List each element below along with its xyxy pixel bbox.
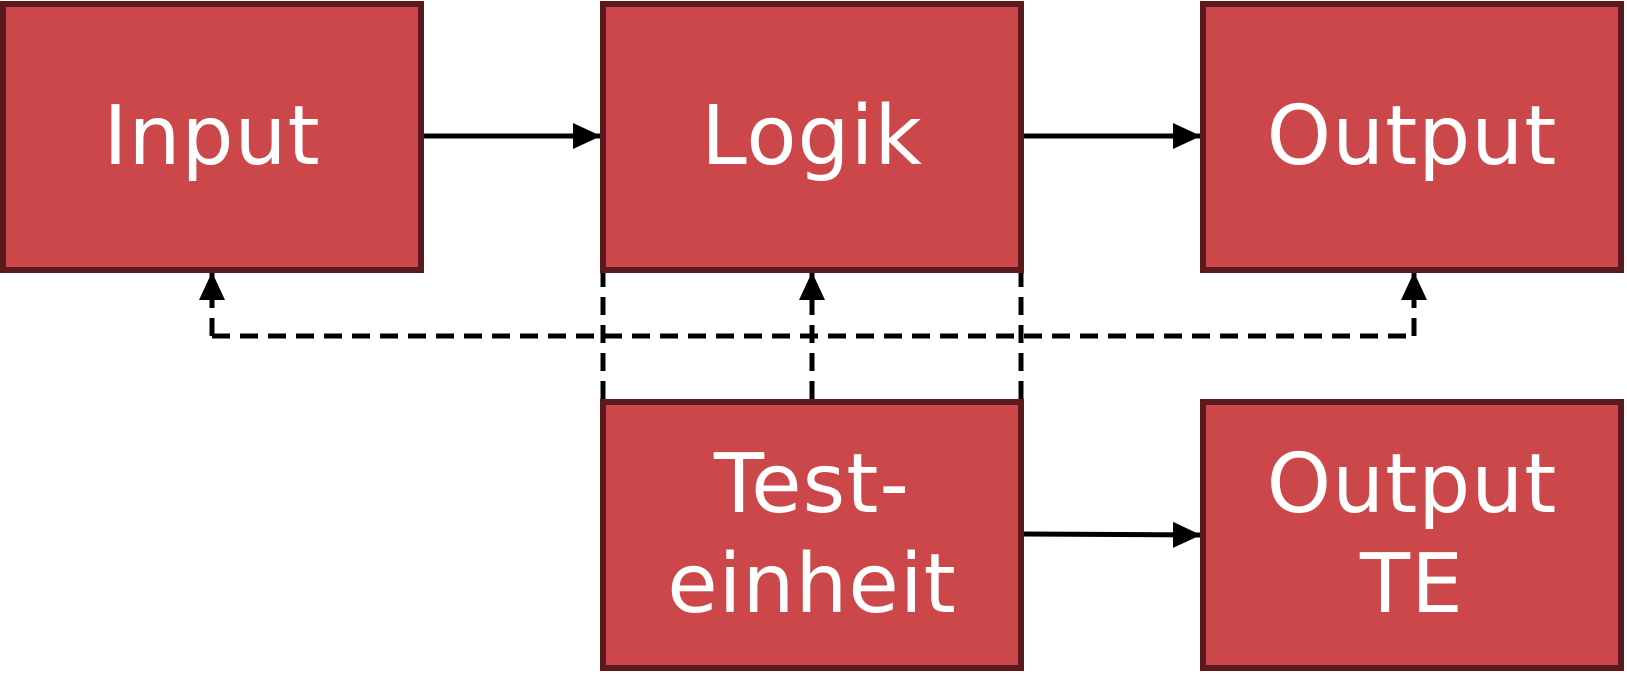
output-te-box: Output TE — [1200, 399, 1624, 671]
output-box: Output — [1200, 1, 1624, 273]
output-box-text: Output — [1266, 88, 1558, 184]
test-unit-box: Test- einheit — [600, 399, 1024, 671]
output-te-box-text-line1: Output — [1266, 436, 1558, 532]
test-unit-box-label: Test- einheit — [667, 435, 957, 635]
input-box: Input — [0, 1, 424, 273]
arrow-test-to-output-te — [1023, 521, 1201, 548]
input-box-text: Input — [103, 88, 321, 184]
test-unit-box-text-line2: einheit — [667, 537, 957, 632]
logik-box-text: Logik — [701, 88, 923, 184]
input-box-label: Input — [103, 87, 320, 187]
output-box-label: Output — [1267, 87, 1558, 187]
logik-box: Logik — [600, 1, 1024, 273]
logik-box-label: Logik — [701, 87, 923, 187]
test-unit-box-text-line1: Test- — [713, 436, 911, 532]
output-te-box-label: Output TE — [1267, 435, 1558, 635]
output-te-box-text-line2: TE — [1360, 537, 1464, 632]
